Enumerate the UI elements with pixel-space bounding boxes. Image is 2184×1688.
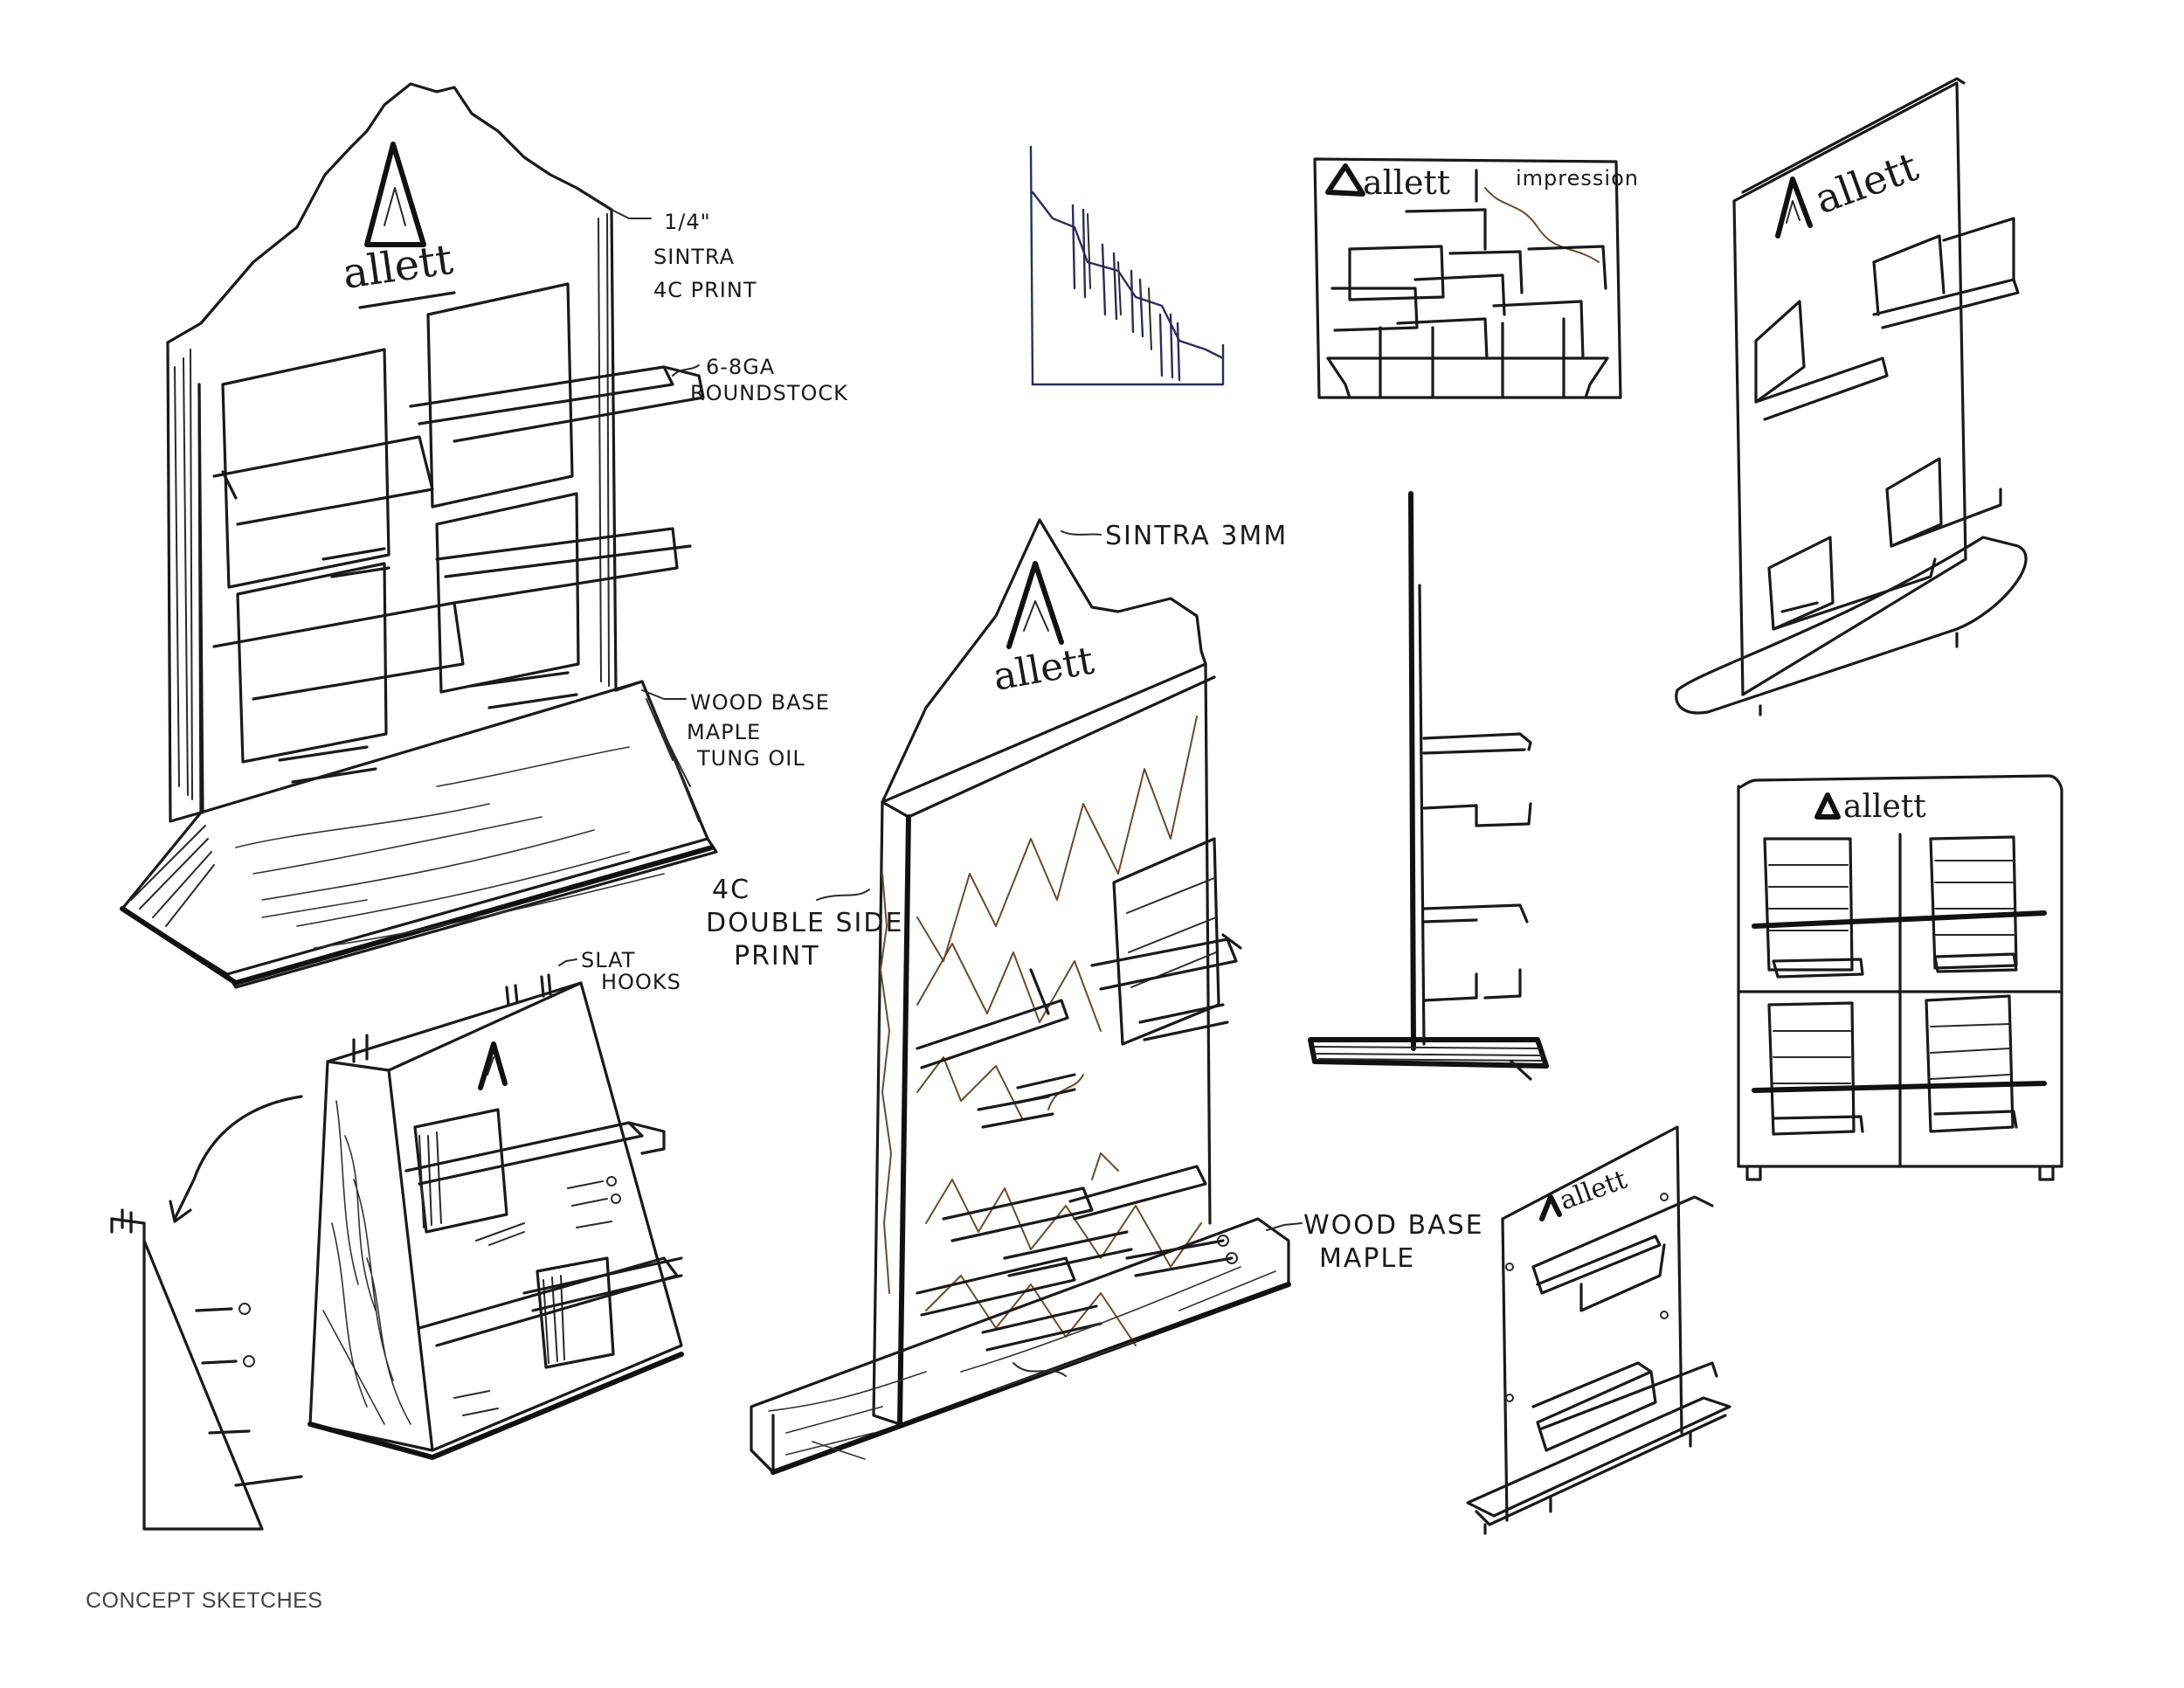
svg-text:HOOKS: HOOKS bbox=[601, 970, 681, 994]
svg-text:WOOD BASE: WOOD BASE bbox=[690, 690, 830, 715]
annotation-slat-hooks: SLAT HOOKS bbox=[581, 948, 681, 994]
brand-logo-sketch3: allett bbox=[990, 561, 1097, 700]
svg-text:TUNG OIL: TUNG OIL bbox=[696, 746, 805, 771]
svg-text:1/4": 1/4" bbox=[664, 210, 711, 234]
sign-tagline: impression bbox=[1516, 166, 1639, 190]
annotation-wood-base: WOOD BASE MAPLE TUNG OIL bbox=[687, 690, 830, 771]
brand-logo-sketch1: allett bbox=[340, 142, 456, 309]
annotation-sintra-3mm: SINTRA 3MM bbox=[1105, 521, 1288, 551]
svg-text:MAPLE: MAPLE bbox=[1319, 1243, 1415, 1274]
annotation-roundstock: 6-8GA ROUNDSTOCK bbox=[690, 355, 848, 405]
logo-wordmark: allett bbox=[340, 235, 456, 299]
svg-text:allett: allett bbox=[990, 638, 1097, 699]
sketch-mountain-display: allett 1/4" SINTRA 4C PRI bbox=[120, 82, 848, 989]
svg-text:DOUBLE SIDE: DOUBLE SIDE bbox=[706, 908, 903, 938]
annotation-sintra: 1/4" SINTRA 4C PRINT bbox=[653, 210, 757, 302]
sketch-stair-thumbnail bbox=[1029, 145, 1225, 386]
sketch-aframe-display: SLAT HOOKS bbox=[110, 948, 684, 1531]
svg-text:4C PRINT: 4C PRINT bbox=[653, 278, 757, 302]
sign-wordmark: allett bbox=[1363, 163, 1450, 202]
svg-text:4C: 4C bbox=[712, 875, 750, 905]
svg-text:PRINT: PRINT bbox=[734, 941, 820, 972]
svg-text:SLAT: SLAT bbox=[581, 948, 635, 972]
svg-text:SINTRA: SINTRA bbox=[653, 245, 735, 269]
svg-text:allett: allett bbox=[1843, 789, 1926, 825]
svg-text:MAPLE: MAPLE bbox=[687, 720, 761, 744]
svg-text:allett: allett bbox=[1808, 142, 1925, 223]
svg-text:WOOD BASE: WOOD BASE bbox=[1303, 1210, 1484, 1241]
sketch-sign-thumbnail: allett impression bbox=[1313, 157, 1639, 399]
svg-text:ROUNDSTOCK: ROUNDSTOCK bbox=[690, 381, 848, 405]
svg-text:6-8GA: 6-8GA bbox=[706, 355, 775, 379]
sketch-side-profile-stand bbox=[1308, 491, 1549, 1081]
sketch-peak-display: allett bbox=[706, 518, 1484, 1475]
page-caption: CONCEPT SKETCHES bbox=[86, 1588, 323, 1613]
sketch-small-tray-stand: allett bbox=[1466, 1125, 1731, 1535]
sketch-tall-tray-panel: allett bbox=[1675, 77, 2028, 716]
sketch-front-grid-panel: allett bbox=[1737, 774, 2063, 1181]
annotation-wood-base-maple: WOOD BASE MAPLE bbox=[1303, 1210, 1484, 1274]
annotation-double-side-print: 4C DOUBLE SIDE PRINT bbox=[706, 875, 903, 972]
